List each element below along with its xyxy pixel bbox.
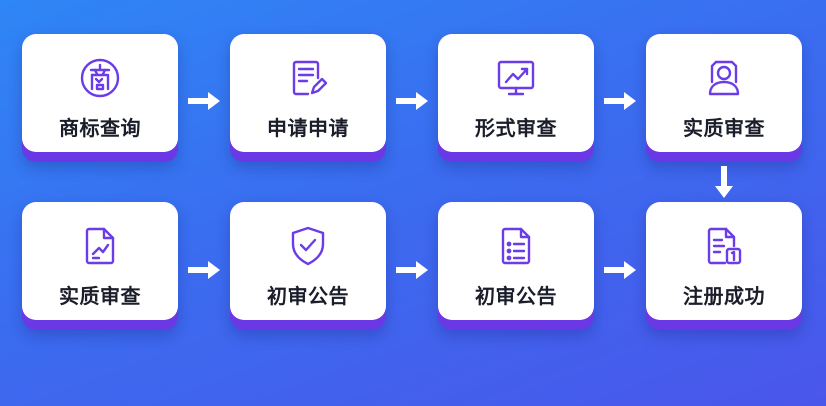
- shield-check-icon: [286, 224, 330, 268]
- step-application: 申请申请: [230, 34, 386, 162]
- step-card-face: 实质审查: [22, 202, 178, 320]
- checklist-document-icon: [494, 224, 538, 268]
- document-pen-icon: [78, 224, 122, 268]
- arrow-right-icon: [394, 90, 430, 112]
- step-card-face: 实质审查: [646, 34, 802, 152]
- step-label: 实质审查: [683, 116, 765, 140]
- chart-board-icon: [494, 56, 538, 100]
- step-label: 注册成功: [683, 284, 765, 308]
- step-preliminary-announcement-2: 初审公告: [438, 202, 594, 330]
- arrow-right-icon: [602, 90, 638, 112]
- step-label: 商标查询: [59, 116, 141, 140]
- application-form-icon: [286, 56, 330, 100]
- step-card-face: 注册成功: [646, 202, 802, 320]
- step-trademark-search: 商标查询: [22, 34, 178, 162]
- step-card-face: 初审公告: [230, 202, 386, 320]
- arrow-right-icon: [602, 259, 638, 281]
- step-label: 初审公告: [267, 284, 349, 308]
- step-substantive-review: 实质审查: [646, 34, 802, 162]
- step-registration-success: 注册成功: [646, 202, 802, 330]
- step-card-face: 商标查询: [22, 34, 178, 152]
- step-card-face: 形式审查: [438, 34, 594, 152]
- certificate-document-icon: [702, 224, 746, 268]
- trademark-seal-icon: [78, 56, 122, 100]
- step-card-face: 申请申请: [230, 34, 386, 152]
- step-label: 初审公告: [475, 284, 557, 308]
- user-profile-icon: [702, 56, 746, 100]
- step-label: 实质审查: [59, 284, 141, 308]
- step-formal-review: 形式审查: [438, 34, 594, 162]
- step-label: 申请申请: [267, 116, 349, 140]
- step-label: 形式审查: [475, 116, 557, 140]
- arrow-right-icon: [186, 259, 222, 281]
- arrow-right-icon: [186, 90, 222, 112]
- arrow-down-icon: [713, 164, 735, 200]
- step-substantive-review-2: 实质审查: [22, 202, 178, 330]
- arrow-right-icon: [394, 259, 430, 281]
- step-card-face: 初审公告: [438, 202, 594, 320]
- step-preliminary-announcement: 初审公告: [230, 202, 386, 330]
